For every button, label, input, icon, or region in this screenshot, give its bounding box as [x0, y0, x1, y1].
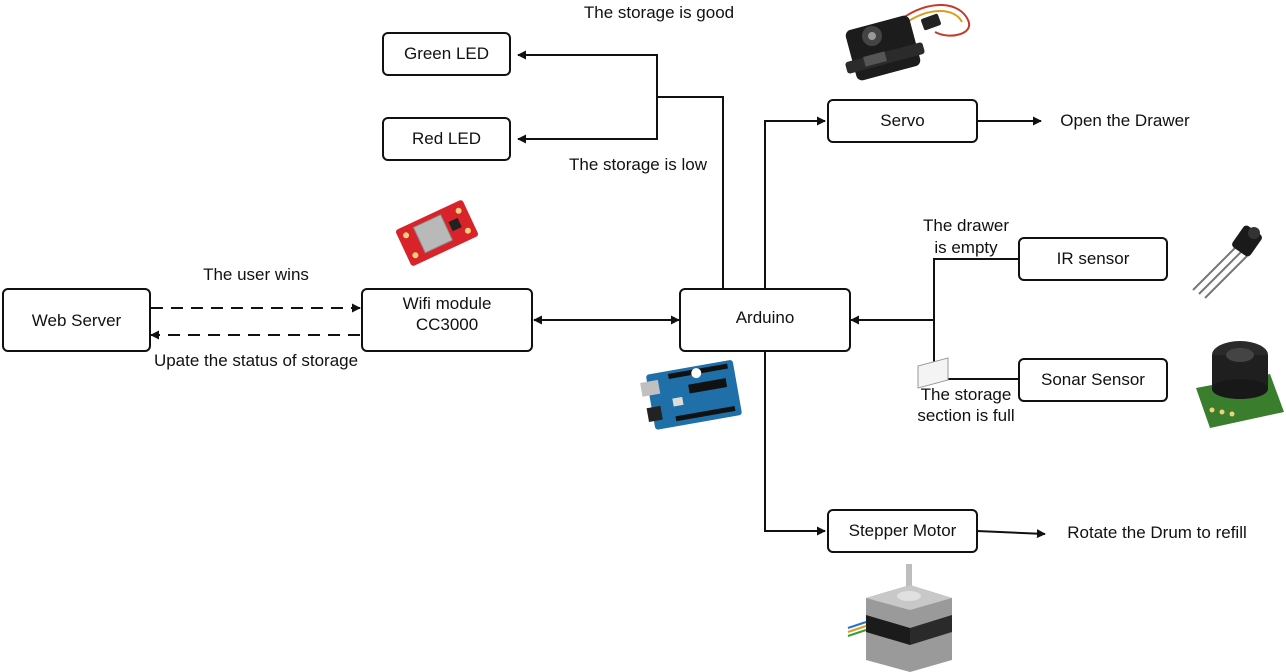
svg-text:Green LED: Green LED: [404, 44, 489, 63]
wifi-module-node: Wifi module CC3000: [361, 288, 533, 352]
svg-text:Stepper Motor: Stepper Motor: [849, 521, 957, 540]
ir-sensor-image: [1192, 225, 1262, 299]
stepper-motor-node: Stepper Motor: [827, 509, 978, 553]
svg-text:Sonar Sensor: Sonar Sensor: [1041, 370, 1145, 389]
svg-text:IR sensor: IR sensor: [1057, 249, 1130, 268]
svg-text:Red LED: Red LED: [412, 129, 481, 148]
storage-full-label-line1: The storage: [921, 385, 1012, 404]
led-branch-red-line: [517, 97, 658, 144]
arduino-to-servo-line: [764, 116, 826, 288]
svg-text:CC3000: CC3000: [416, 315, 478, 334]
servo-node: Servo: [827, 99, 978, 143]
user-wins-label: The user wins: [203, 265, 309, 284]
green-led-node: Green LED: [382, 32, 511, 76]
open-drawer-label: Open the Drawer: [1060, 111, 1190, 130]
drawer-empty-label-line2: is empty: [934, 238, 998, 257]
arduino-to-stepper-line: [764, 350, 826, 536]
svg-text:Web Server: Web Server: [32, 311, 122, 330]
sonar-sensor-image: [1196, 341, 1284, 428]
storage-low-label: The storage is low: [569, 155, 708, 174]
storage-good-label: The storage is good: [584, 3, 734, 22]
storage-full-label-line2: section is full: [917, 406, 1014, 425]
rotate-drum-label: Rotate the Drum to refill: [1067, 523, 1247, 542]
arduino-board-image: [640, 360, 742, 430]
drawer-empty-label-line1: The drawer: [923, 216, 1009, 235]
web-server-node: Web Server: [2, 288, 151, 352]
stepper-output-line: [976, 529, 1046, 539]
servo-motor-image: [845, 4, 971, 81]
update-status-label: Upate the status of storage: [154, 351, 358, 370]
stepper-motor-image: [847, 357, 952, 672]
arduino-node: Arduino: [679, 288, 851, 352]
red-led-node: Red LED: [382, 117, 511, 161]
wifi-module-image: [396, 200, 478, 266]
sonar-sensor-node: Sonar Sensor: [1018, 358, 1168, 402]
svg-text:Arduino: Arduino: [736, 308, 795, 327]
svg-text:Servo: Servo: [880, 111, 924, 130]
svg-text:Wifi module: Wifi module: [403, 294, 492, 313]
ir-sensor-node: IR sensor: [1018, 237, 1168, 281]
